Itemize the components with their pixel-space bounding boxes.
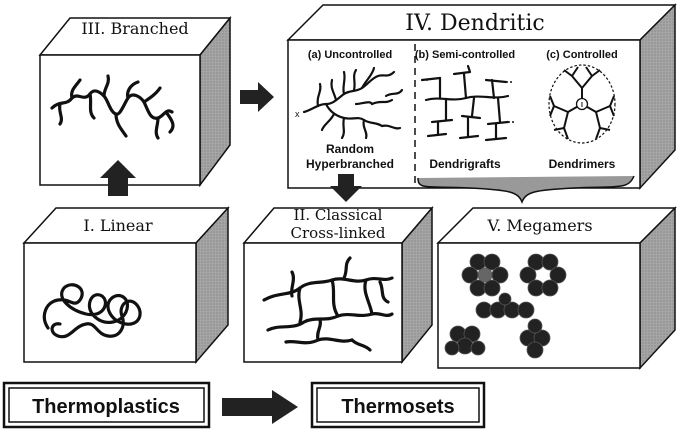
arrow-up-icon <box>100 160 136 196</box>
random-caption: Random <box>326 142 374 156</box>
controlled-header: (c) Controlled <box>546 49 618 61</box>
dendrigrafts-graphic <box>420 64 514 142</box>
cube-dendritic: IV. Dendritic (a) Uncontrolled x Random … <box>286 3 677 190</box>
arrow-right-icon <box>240 82 274 112</box>
linear-label: I. Linear <box>83 216 153 235</box>
cube-branched: III. Branched <box>38 15 232 188</box>
arrow-down-icon <box>330 174 362 202</box>
branched-label: III. Branched <box>81 19 188 38</box>
dendrimer-core-label: I <box>581 102 583 109</box>
megamers-graphic <box>444 253 567 359</box>
uncontrolled-header: (a) Uncontrolled <box>308 49 392 61</box>
hyperbranched-caption: Hyperbranched <box>306 157 394 171</box>
thermoplastics-label: Thermoplastics <box>32 396 180 418</box>
crosslinked-network-graphic <box>262 256 394 352</box>
dendrimers-caption: Dendrimers <box>549 157 616 171</box>
linear-polymer-graphic <box>42 283 142 339</box>
hyperbranched-graphic <box>302 66 404 140</box>
crosslinked-label-line1: II. Classical <box>294 206 383 224</box>
branched-polymer-graphic <box>50 74 175 140</box>
hyperbranched-focal-marker: x <box>295 109 300 119</box>
brace-icon <box>417 175 635 205</box>
arrow-right-bottom-icon <box>222 390 298 424</box>
crosslinked-label-line2: Cross-linked <box>291 224 386 242</box>
cube-linear: I. Linear <box>22 206 230 365</box>
thermosets-box: Thermosets <box>310 381 486 429</box>
thermosets-label: Thermosets <box>341 396 454 418</box>
semi-controlled-header: (b) Semi-controlled <box>415 49 515 61</box>
cube-crosslinked: II. Classical Cross-linked <box>242 205 434 365</box>
dendrimer-graphic: I <box>548 64 616 144</box>
cube-megamers: V. Megamers <box>436 206 677 370</box>
dendritic-label: IV. Dendritic <box>405 11 544 36</box>
dendrigrafts-caption: Dendrigrafts <box>429 157 501 171</box>
thermoplastics-box: Thermoplastics <box>2 381 211 429</box>
megamers-label: V. Megamers <box>486 216 592 235</box>
